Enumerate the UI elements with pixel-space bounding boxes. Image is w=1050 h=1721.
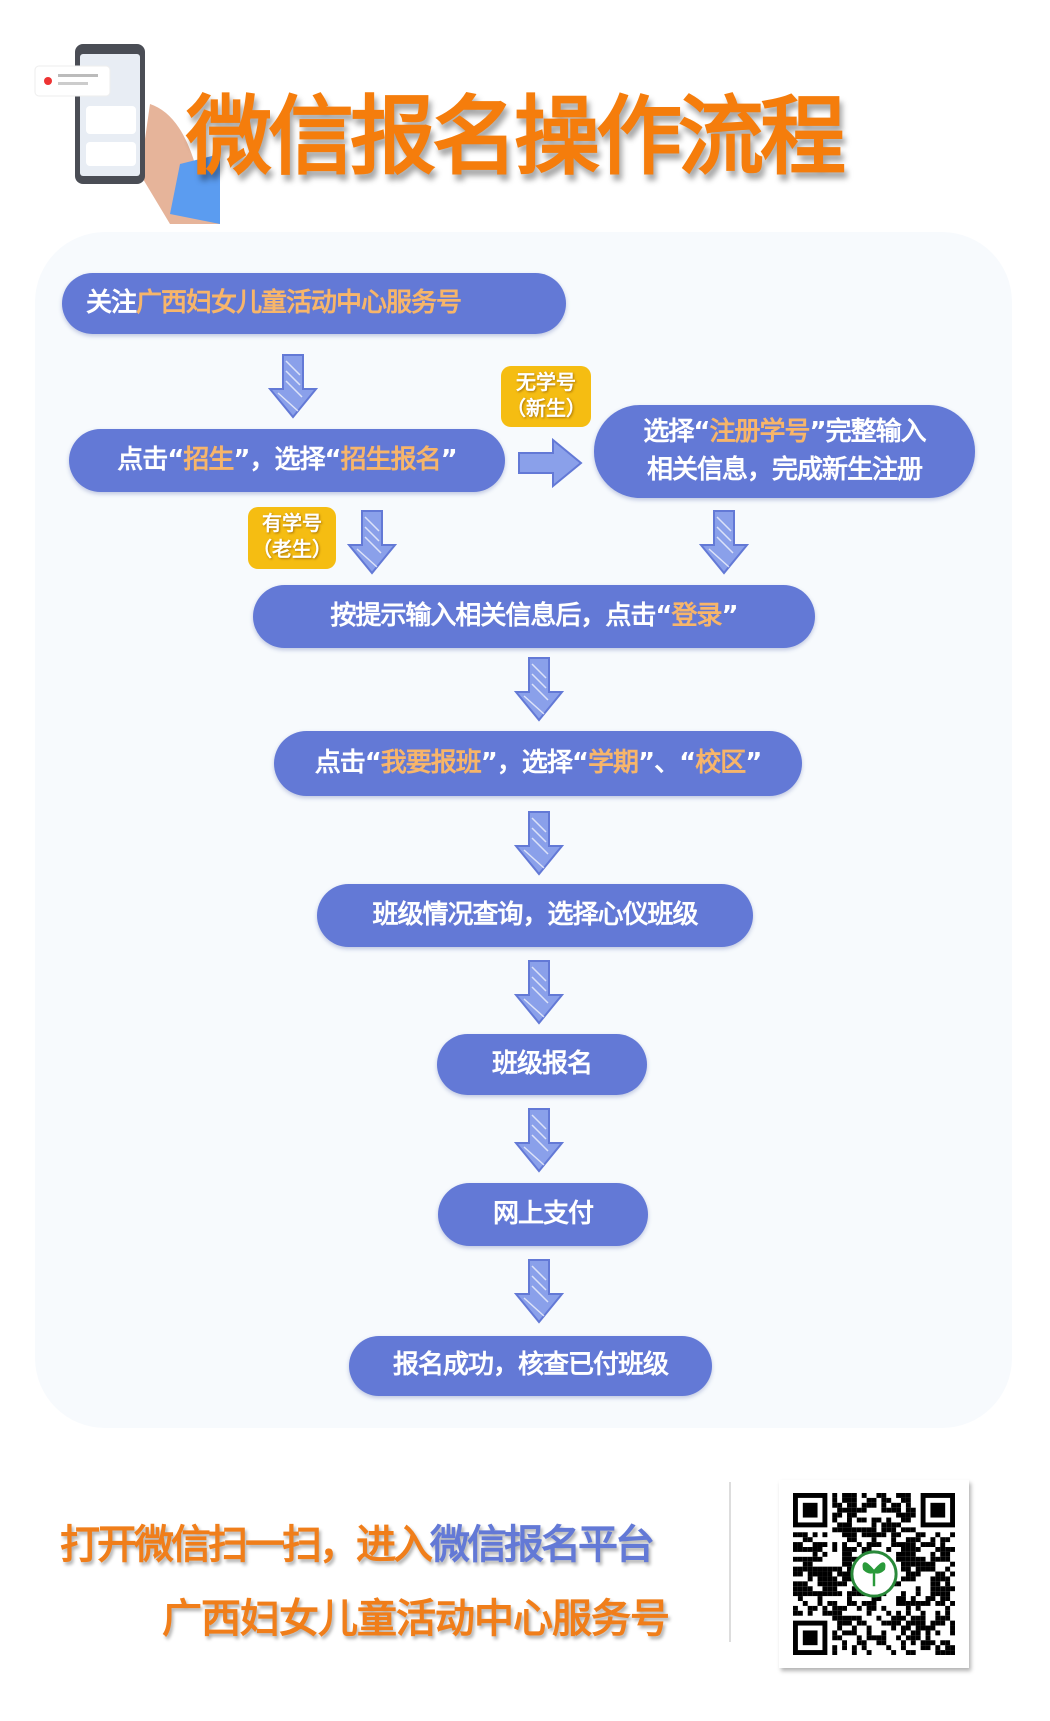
step-click-enroll: 点击“招生”，选择“招生报名” [69,429,505,492]
footer-highlight: 微信报名平台 [430,1522,655,1568]
step-follow-account: 关注广西妇女儿童活动中心服务号 [62,273,566,334]
badge-text: （新生） [506,396,586,420]
step-highlight: 学期 [587,747,639,778]
step-text: ” [745,747,762,778]
arrow-down-icon [514,960,564,1025]
footer-scan-instruction: 打开微信扫一扫，进入微信报名平台 [60,1512,655,1570]
step-text: 选择“ [643,416,710,447]
step-text: 点击“ [117,444,184,475]
step-highlight: 广西妇女儿童活动中心服务号 [136,287,462,318]
step-text: ”，选择“ [233,444,341,475]
arrow-down-icon [514,1108,564,1173]
step-success: 报名成功，核查已付班级 [349,1336,712,1396]
arrow-down-icon [347,510,397,575]
step-text: ” [440,444,458,475]
arrow-down-icon [514,811,564,876]
arrow-down-icon [514,657,564,722]
step-text: 点击“ [314,747,382,778]
step-text: ”、“ [638,747,696,778]
step-highlight: 注册学号 [709,416,810,447]
step-text: ” [721,600,739,631]
step-highlight: 登录 [671,600,722,631]
step-highlight: 我要报班 [380,747,482,778]
phone-hand-illustration [34,44,220,224]
step-register: 选择“注册学号”完整输入相关信息，完成新生注册 [594,405,975,498]
step-login: 按提示输入相关信息后，点击“登录” [253,585,815,648]
badge-new-student: 无学号（新生） [501,366,591,427]
badge-old-student: 有学号（老生） [248,507,336,569]
step-text: ”完整输入 [809,416,927,447]
step-text: 关注 [86,287,137,318]
qr-code [779,1480,969,1668]
step-highlight: 招生 [183,444,234,475]
step-highlight: 校区 [695,747,746,778]
badge-text: （老生） [252,537,332,561]
step-text: 相关信息，完成新生注册 [646,454,923,485]
arrow-down-icon [699,510,749,575]
step-query-class: 班级情况查询，选择心仪班级 [317,884,753,947]
step-highlight: 招生报名 [340,444,442,475]
step-online-payment: 网上支付 [438,1183,648,1246]
arrow-down-icon [514,1259,564,1324]
arrow-right-icon [518,438,583,488]
divider [729,1482,731,1642]
step-text: 按提示输入相关信息后，点击“ [330,600,672,631]
badge-text: 无学号 [516,370,576,394]
step-text: ”，选择“ [480,747,589,778]
step-select-term: 点击“我要报班”，选择“学期”、“校区” [274,731,802,796]
footer-text: 打开微信扫一扫，进入 [60,1522,433,1568]
page-title: 微信报名操作流程 [186,87,846,187]
step-class-enroll: 班级报名 [437,1034,647,1095]
qr-code-image [793,1493,955,1655]
footer-account-name: 广西妇女儿童活动中心服务号 [162,1596,670,1642]
badge-text: 有学号 [262,511,322,535]
arrow-down-icon [268,354,318,419]
